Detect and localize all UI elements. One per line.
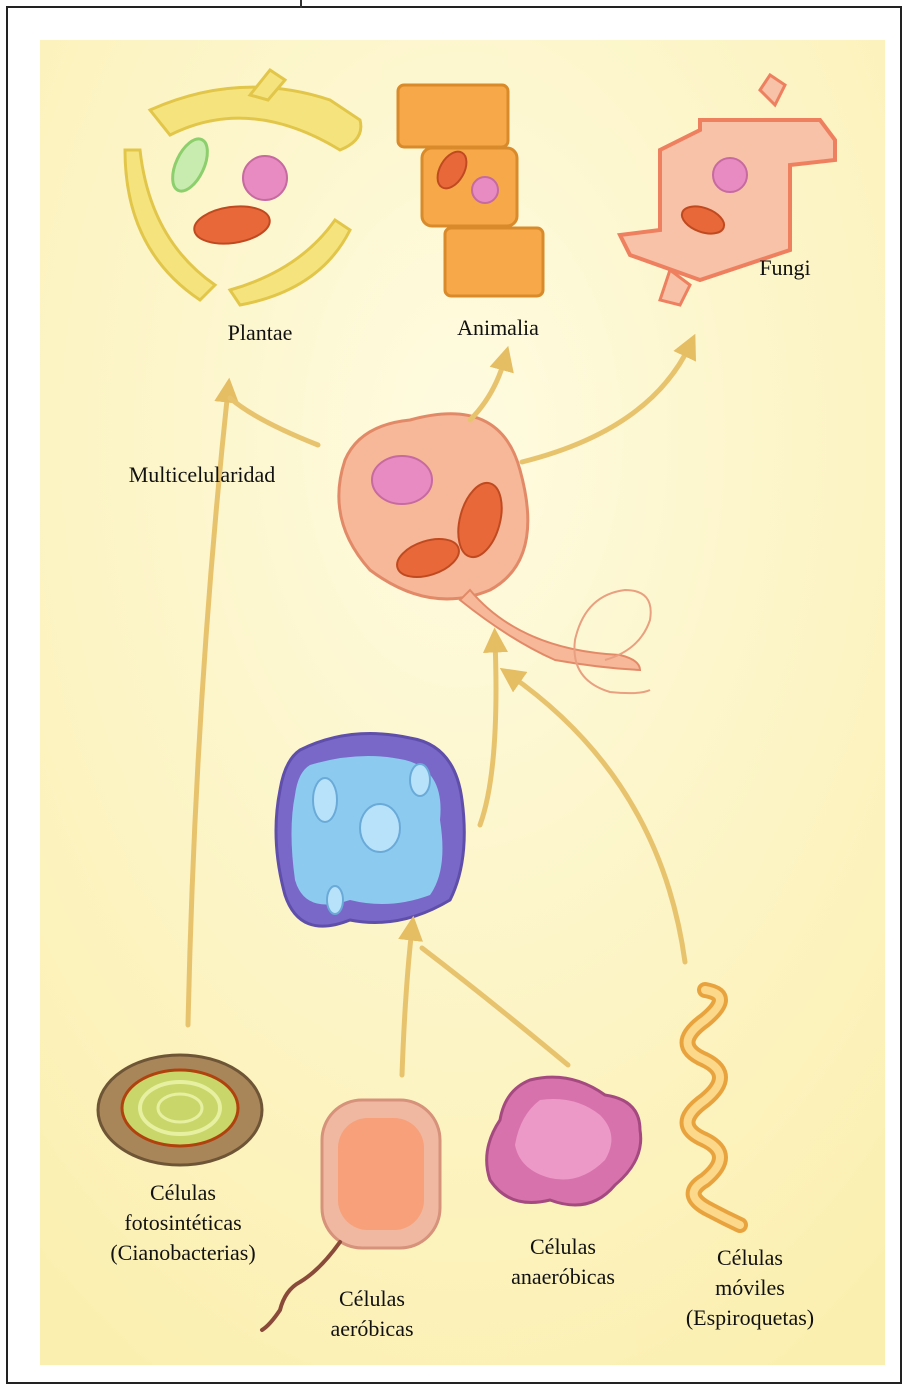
label-multicelularidad: Multicelularidad — [129, 462, 276, 487]
nucleus — [372, 456, 432, 504]
label-anaerobicas-line2: anaeróbicas — [511, 1264, 615, 1289]
label-moviles-line1: Células — [717, 1245, 783, 1270]
label-fotosinteticas-line3: (Cianobacterias) — [110, 1240, 255, 1265]
label-moviles-line2: móviles — [715, 1275, 785, 1300]
label-plantae: Plantae — [228, 320, 293, 345]
cyanobacterium-illustration — [98, 1055, 262, 1165]
nucleus — [713, 158, 747, 192]
label-fotosinteticas-line1: Células — [150, 1180, 216, 1205]
nucleus — [472, 177, 498, 203]
label-fungi: Fungi — [759, 255, 810, 280]
host-cell-illustration — [276, 734, 464, 927]
label-animalia: Animalia — [457, 315, 539, 340]
label-moviles-line3: (Espiroquetas) — [686, 1305, 814, 1330]
nucleus — [243, 156, 287, 200]
label-aerobicas-line2: aeróbicas — [330, 1316, 413, 1341]
label-anaerobicas-line1: Células — [530, 1234, 596, 1259]
label-aerobicas-line1: Células — [339, 1286, 405, 1311]
label-fotosinteticas-line2: fotosintéticas — [124, 1210, 241, 1235]
